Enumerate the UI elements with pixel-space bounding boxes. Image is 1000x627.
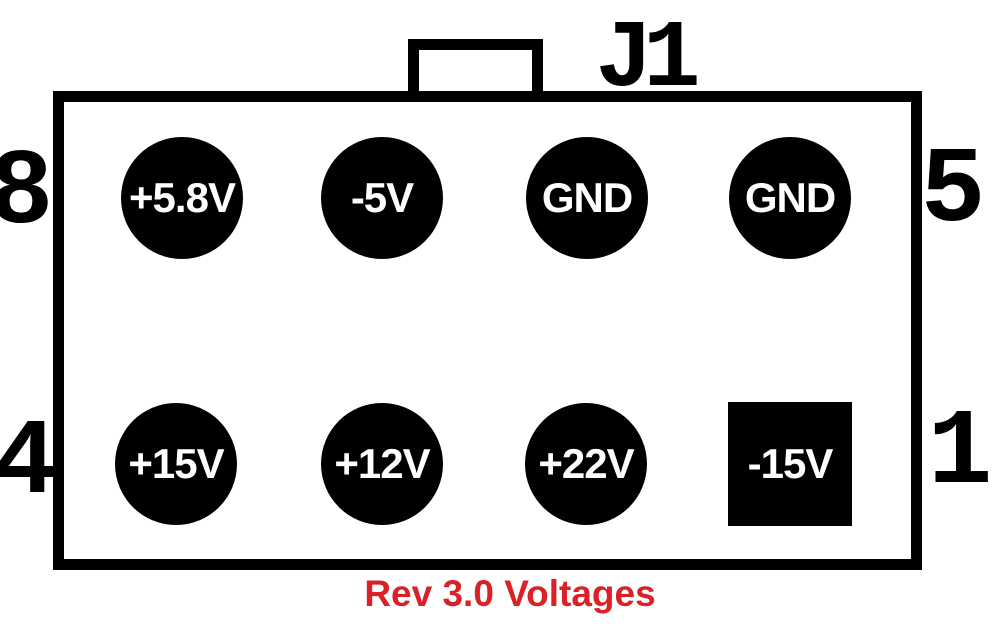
pin-5-label: GND (744, 174, 836, 221)
pin-8-label: +5.8V (129, 174, 236, 221)
pin-number-bottom-left: 4 (0, 403, 58, 525)
pin-6-label: GND (541, 174, 633, 221)
pin-4: +15V (115, 403, 237, 525)
pin-3: +12V (321, 403, 443, 525)
connector-designator: J1 (595, 5, 700, 114)
pin-number-bottom-right: 1 (927, 393, 993, 515)
pin-2: +22V (525, 403, 647, 525)
pin-3-label: +12V (334, 440, 430, 487)
pin-7-label: -5V (350, 174, 414, 221)
pin-number-top-right: 5 (920, 131, 986, 253)
pin-5: GND (729, 137, 851, 259)
pin-2-label: +22V (538, 440, 634, 487)
rev-voltages-caption: Rev 3.0 Voltages (364, 573, 656, 614)
pin-4-label: +15V (128, 440, 224, 487)
pin-6: GND (526, 137, 648, 259)
pin-8: +5.8V (121, 137, 243, 259)
pin-7: -5V (321, 137, 443, 259)
connector-key-tab (408, 39, 543, 91)
pin-1-label: -15V (747, 440, 834, 487)
pin-number-top-left: 8 (0, 133, 54, 255)
pin-1: -15V (728, 402, 852, 526)
